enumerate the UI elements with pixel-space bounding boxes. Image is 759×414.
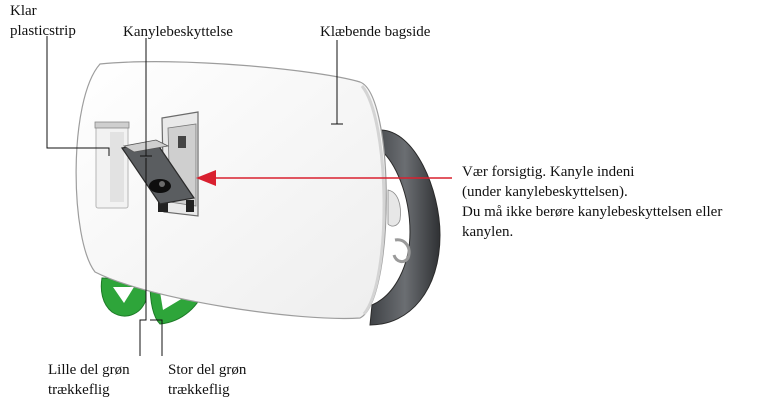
needle-window-slot xyxy=(178,136,186,148)
clear-plastic-strip-top xyxy=(94,121,130,129)
large-tab-leader-line xyxy=(150,319,163,356)
warning-arrowhead xyxy=(196,170,216,186)
device-body xyxy=(75,61,387,320)
clear-plastic-strip-shade xyxy=(110,132,124,202)
small-pull-tab-label-line2: trækkeflig xyxy=(48,382,110,398)
clear-strip-label-line2: plasticstrip xyxy=(10,23,76,39)
device-rear-shell-notch xyxy=(387,189,401,227)
device-body-edge-highlight xyxy=(360,85,386,315)
large-pull-tab-label-line2: trækkeflig xyxy=(168,382,230,398)
warning-label-line3: Du må ikke berøre kanylebeskyttelsen ell… xyxy=(462,204,723,220)
needle-cover-label: Kanylebeskyttelse xyxy=(123,24,233,40)
warning-label: Vær forsigtig. Kanyle indeni (under kany… xyxy=(462,162,722,242)
adhesive-back-label: Klæbende bagside xyxy=(320,24,431,40)
clear-strip-label: Klar plasticstrip xyxy=(10,1,76,41)
small-pull-tab-label: Lille del grøn trækkeflig xyxy=(48,360,130,400)
large-pull-tab-label-line1: Stor del grøn xyxy=(168,362,247,378)
clear-strip-label-line1: Klar xyxy=(10,3,37,19)
warning-label-line2: (under kanylebeskyttelsen). xyxy=(462,184,628,200)
warning-label-line1: Vær forsigtig. Kanyle indeni xyxy=(462,164,635,180)
small-pull-tab-label-line1: Lille del grøn xyxy=(48,362,130,378)
clear-strip-leader-line xyxy=(46,36,110,156)
adhesive-back-leader-line xyxy=(331,40,343,125)
needle-cover-leader-line xyxy=(140,38,152,157)
large-pull-tab-label: Stor del grøn trækkeflig xyxy=(168,360,246,400)
device-rear-shell-ring xyxy=(392,238,411,264)
warning-label-line4: kanylen. xyxy=(462,224,514,240)
needle-cover-hole-highlight xyxy=(159,181,165,187)
needle-window-clip-2 xyxy=(186,200,194,212)
small-green-pull-tab-hole xyxy=(113,287,134,303)
